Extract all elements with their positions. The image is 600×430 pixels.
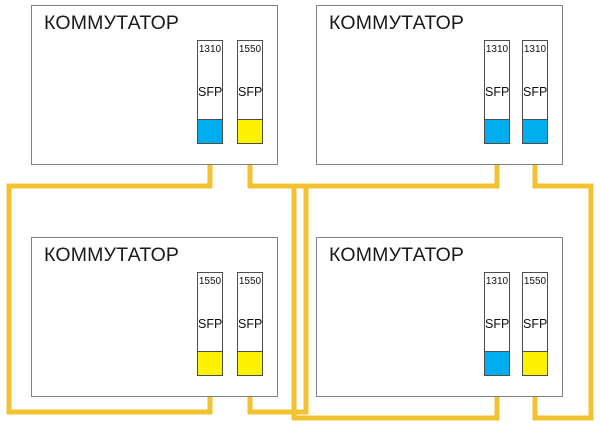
sfp-tip-1310 [196,119,224,145]
sfp-wavelength-label: 1310 [485,276,509,287]
switch-title: КОММУТАТОР [44,244,180,266]
sfp-type-label: SFP [523,85,548,99]
sfp-type-label: SFP [198,317,223,331]
sfp-tip-1310 [483,119,511,145]
sfp-port-top-right-2[interactable]: 1310 SFP [521,40,549,145]
sfp-port-bottom-right-2[interactable]: 1550 SFP [521,272,549,377]
sfp-tip-1310 [521,119,549,145]
switch-title: КОММУТАТОР [44,12,180,34]
sfp-tip-1550 [521,351,549,377]
switch-title: КОММУТАТОР [329,244,465,266]
sfp-tip-1550 [196,351,224,377]
sfp-wavelength-label: 1550 [523,276,547,287]
sfp-type-label: SFP [198,85,223,99]
sfp-tip-1550 [236,351,264,377]
sfp-wavelength-label: 1550 [238,276,262,287]
sfp-port-top-left-2[interactable]: 1550 SFP [236,40,264,145]
cable-tl2-to-bl2[interactable] [247,144,309,415]
sfp-port-bottom-left-1[interactable]: 1550 SFP [196,272,224,377]
sfp-wavelength-label: 1550 [198,276,222,287]
cable-tr2-to-br2[interactable] [532,144,594,421]
sfp-wavelength-label: 1550 [238,44,262,55]
sfp-port-top-right-1[interactable]: 1310 SFP [483,40,511,145]
cable-tl1-to-bl1[interactable] [6,144,213,415]
sfp-wavelength-label: 1310 [485,44,509,55]
sfp-type-label: SFP [485,85,510,99]
sfp-port-bottom-right-1[interactable]: 1310 SFP [483,272,511,377]
cable-tr1-to-br1[interactable] [291,144,500,421]
sfp-tip-1310 [483,351,511,377]
sfp-port-bottom-left-2[interactable]: 1550 SFP [236,272,264,377]
sfp-port-top-left-1[interactable]: 1310 SFP [196,40,224,145]
sfp-wavelength-label: 1310 [198,44,222,55]
switch-title: КОММУТАТОР [329,12,465,34]
sfp-tip-1550 [236,119,264,145]
sfp-type-label: SFP [485,317,510,331]
sfp-type-label: SFP [523,317,548,331]
sfp-type-label: SFP [238,317,263,331]
sfp-wavelength-label: 1310 [523,44,547,55]
sfp-type-label: SFP [238,85,263,99]
